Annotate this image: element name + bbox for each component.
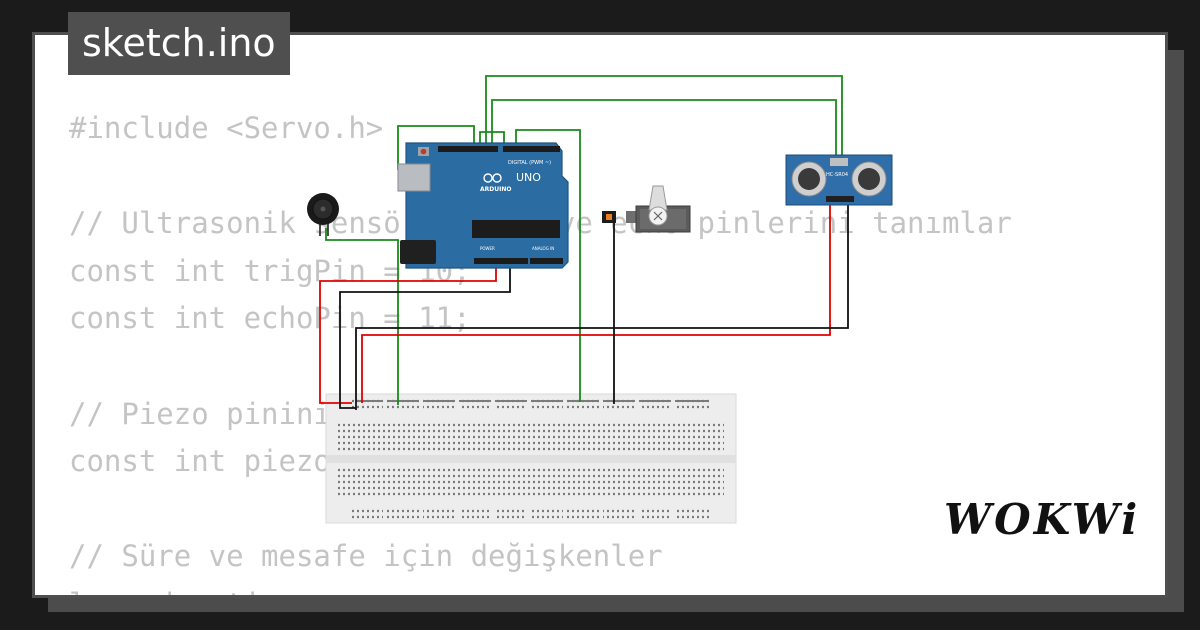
wire-green [479,131,505,150]
piezo-buzzer [307,193,339,236]
wire-green [485,75,843,200]
wire-green [397,125,475,170]
code-line: long duration; [69,581,1012,595]
wire-black [339,265,511,409]
wire-green [325,228,399,405]
wire-green [515,129,581,402]
code-line: const int trigPin = 10; [69,253,471,288]
wire-black [355,200,849,410]
digital-label: DIGITAL (PWM ~) [508,160,551,166]
arduino-logo-icon [483,173,502,183]
wokwi-logo: WOKWi [944,495,1141,544]
servo-horn-icon [653,211,663,221]
code-line: const int echoPin = 11; [69,301,471,336]
analog-label: ANALOG IN [532,246,554,251]
ultrasonic-sensor: HC-SR04 [785,154,893,206]
wire-red [361,200,831,403]
sensor-label: HC-SR04 [826,172,848,178]
wires [319,75,849,410]
wire-green [491,99,837,200]
sketch-file-title: sketch.ino [68,12,290,75]
wire-black [606,213,615,404]
breadboard [325,393,737,524]
wire-red [319,265,497,404]
code-line: // Süre ve mesafe için değişkenler [69,539,663,574]
power-label: POWER [480,246,495,251]
servo-motor [602,185,691,233]
arduino-label: ARDUINO [480,186,511,193]
uno-label: UNO [516,171,541,184]
code-line: #include <Servo.h> [69,111,384,145]
arduino-uno-board: DIGITAL (PWM ~) UNO ARDUINO POWER ANALOG… [397,142,569,269]
